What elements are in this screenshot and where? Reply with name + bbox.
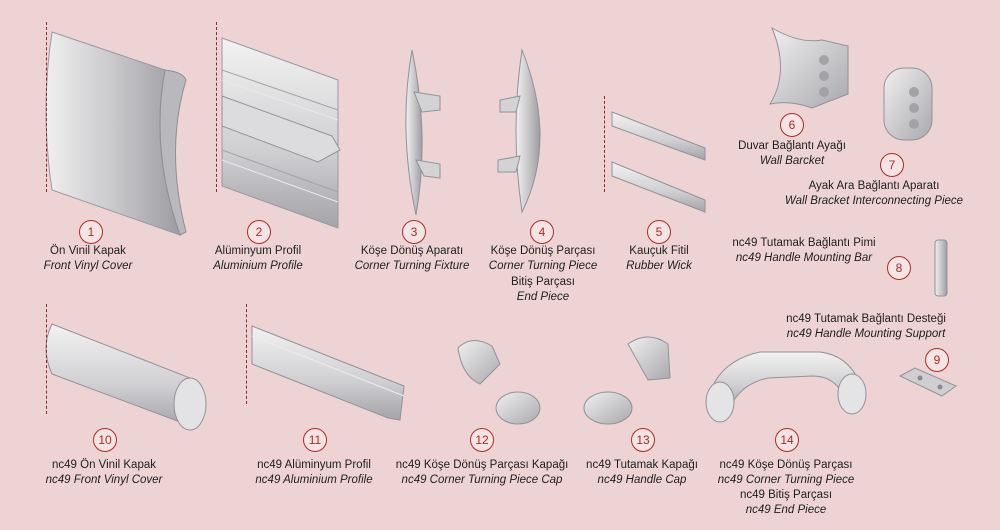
wall-bracket-shape	[768, 26, 849, 109]
part-label-10: nc49 Ön Vinil Kapak nc49 Front Vinyl Cov…	[46, 458, 163, 487]
part-label-en: Corner Turning Fixture	[354, 259, 470, 272]
part-label-tr-secondary: Bitiş Parçası	[511, 276, 575, 288]
part-label-en: nc49 Front Vinyl Cover	[45, 473, 163, 486]
handle-mounting-support-shape	[898, 367, 958, 397]
part-label-tr: Kauçuk Fitil	[629, 245, 689, 257]
part-label-2: Alüminyum Profil Aluminium Profile	[213, 244, 302, 273]
part-label-3: Köşe Dönüş Aparatı Corner Turning Fixtur…	[355, 244, 470, 273]
part-label-8: nc49 Tutamak Bağlantı Pimi nc49 Handle M…	[732, 236, 875, 265]
part-label-5: Kauçuk Fitil Rubber Wick	[626, 244, 692, 273]
nc49-corner-cap-shape	[457, 340, 541, 425]
part-number-11: 11	[303, 428, 327, 452]
part-label-en: Front Vinyl Cover	[43, 259, 133, 272]
part-label-tr-secondary: nc49 Bitiş Parçası	[739, 489, 833, 501]
nc49-aluminium-profile-shape	[251, 325, 405, 421]
interconnecting-piece-shape	[883, 67, 933, 141]
part-label-en: nc49 Handle Mounting Support	[786, 327, 946, 340]
part-label-1: Ön Vinil Kapak Front Vinyl Cover	[44, 244, 133, 273]
corner-turning-piece-shape	[497, 48, 541, 214]
part-label-9: nc49 Tutamak Bağlantı Desteği nc49 Handl…	[786, 312, 946, 341]
nc49-front-vinyl-cover-shape	[45, 323, 207, 431]
part-number-5: 5	[647, 220, 671, 244]
guide-line-1	[46, 22, 47, 192]
aluminium-profile-shape	[221, 37, 341, 229]
part-label-tr: nc49 Tutamak Kapağı	[586, 459, 698, 471]
part-label-tr: Köşe Dönüş Aparatı	[360, 245, 464, 257]
part-label-tr: nc49 Köşe Dönüş Parçası	[719, 459, 853, 471]
guide-line-10	[46, 304, 47, 414]
front-vinyl-cover-shape	[45, 31, 187, 236]
part-label-en: Rubber Wick	[626, 259, 692, 272]
nc49-corner-turning-piece-shape	[705, 351, 867, 423]
part-number-13: 13	[631, 428, 655, 452]
part-label-en: Corner Turning Piece	[488, 259, 598, 272]
part-label-en-secondary: End Piece	[516, 290, 570, 303]
part-label-13: nc49 Tutamak Kapağı nc49 Handle Cap	[586, 458, 698, 487]
part-label-tr: Alüminyum Profil	[214, 245, 302, 257]
part-label-en-secondary: nc49 End Piece	[745, 503, 827, 516]
part-label-tr: Duvar Bağlantı Ayağı	[738, 140, 846, 152]
part-number-12: 12	[470, 428, 494, 452]
part-label-en: nc49 Corner Turning Piece Cap	[401, 473, 563, 486]
part-number-14: 14	[775, 428, 799, 452]
part-label-en: Wall Bracket Interconnecting Piece	[784, 194, 964, 207]
part-number-1: 1	[79, 220, 103, 244]
part-label-tr: Köşe Dönüş Parçası	[490, 245, 596, 257]
part-number-7: 7	[880, 153, 904, 177]
part-number-8: 8	[887, 256, 911, 280]
handle-mounting-bar-shape	[934, 239, 948, 297]
part-number-2: 2	[247, 220, 271, 244]
corner-turning-fixture-shape	[405, 49, 441, 216]
part-label-tr: Ayak Ara Bağlantı Aparatı	[808, 180, 940, 192]
part-number-3: 3	[402, 220, 426, 244]
part-label-en: nc49 Aluminium Profile	[255, 473, 373, 486]
part-label-tr: nc49 Köşe Dönüş Parçası Kapağı	[395, 459, 569, 471]
guide-line-2	[216, 22, 217, 192]
part-label-en: nc49 Handle Mounting Bar	[735, 251, 873, 264]
part-label-7: Ayak Ara Bağlantı Aparatı Wall Bracket I…	[785, 179, 963, 208]
part-label-tr: nc49 Tutamak Bağlantı Pimi	[732, 237, 876, 249]
part-label-tr: Ön Vinil Kapak	[50, 245, 126, 257]
part-number-9: 9	[925, 348, 949, 372]
part-label-11: nc49 Alüminyum Profil nc49 Aluminium Pro…	[255, 458, 372, 487]
rubber-wick-shape	[611, 111, 706, 213]
part-label-tr: nc49 Ön Vinil Kapak	[51, 459, 156, 471]
part-number-6: 6	[780, 113, 804, 137]
part-number-10: 10	[93, 428, 117, 452]
part-label-en: nc49 Corner Turning Piece	[717, 473, 855, 486]
part-label-en: nc49 Handle Cap	[597, 473, 687, 486]
part-label-4: Köşe Dönüş Parçası Corner Turning Piece …	[489, 244, 597, 304]
part-number-4: 4	[530, 220, 554, 244]
part-label-en: Wall Barcket	[759, 154, 825, 167]
guide-line-11	[246, 304, 247, 404]
nc49-handle-cap-shape	[583, 336, 671, 425]
part-label-14: nc49 Köşe Dönüş Parçası nc49 Corner Turn…	[718, 458, 855, 517]
guide-line-5	[604, 96, 605, 192]
part-label-tr: nc49 Alüminyum Profil	[257, 459, 371, 471]
part-label-6: Duvar Bağlantı Ayağı Wall Barcket	[738, 139, 846, 168]
part-label-tr: nc49 Tutamak Bağlantı Desteği	[786, 313, 946, 325]
part-label-en: Aluminium Profile	[213, 259, 303, 272]
part-label-12: nc49 Köşe Dönüş Parçası Kapağı nc49 Corn…	[396, 458, 569, 487]
